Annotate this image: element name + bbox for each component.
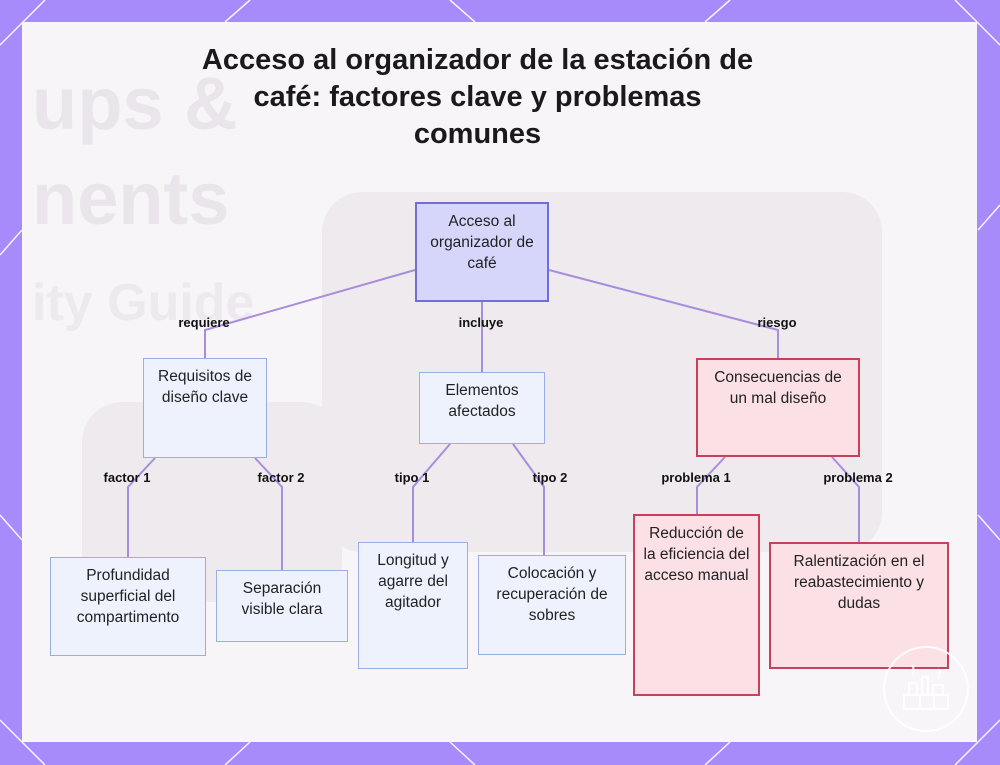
edge-label-type1: tipo 1 [394, 470, 430, 485]
edge-label-factor1: factor 1 [103, 470, 151, 485]
edge-label-risk: riesgo [757, 315, 797, 330]
node-compartment-depth: Profundidad superficial del compartiment… [50, 557, 206, 656]
edge-label-requires: requiere [178, 315, 230, 330]
watermark-logo-icon [883, 646, 969, 732]
diagram-title: Acceso al organizador de la estación de … [201, 44, 754, 150]
node-visible-separation: Separación visible clara [216, 570, 348, 642]
edge-factor2 [254, 457, 283, 570]
edge-problem2 [831, 456, 860, 542]
edge-type1 [412, 443, 451, 542]
node-design-requirements: Requisitos de diseño clave [143, 358, 267, 458]
node-affected-elements: Elementos afectados [419, 372, 545, 444]
edge-label-factor2: factor 2 [257, 470, 305, 485]
edge-label-problem2: problema 2 [823, 470, 893, 485]
background-text: ity Guide [32, 274, 255, 332]
background-text: nents [32, 157, 230, 240]
edge-factor1 [127, 457, 156, 557]
node-bad-design-consequences: Consecuencias de un mal diseño [696, 358, 860, 457]
edge-problem1 [696, 456, 726, 514]
background-text: ups & [32, 62, 238, 145]
edge-label-problem1: problema 1 [661, 470, 731, 485]
edge-label-type2: tipo 2 [532, 470, 568, 485]
node-stirrer-length: Longitud y agarre del agitador [358, 542, 468, 669]
edge-requires [204, 269, 416, 358]
node-root: Acceso al organizador de café [415, 202, 549, 302]
edge-type2 [512, 443, 545, 555]
edge-label-includes: incluye [458, 315, 504, 330]
node-manual-access-efficiency: Reducción de la eficiencia del acceso ma… [633, 514, 760, 696]
node-sachet-placement: Colocación y recuperación de sobres [478, 555, 626, 655]
edge-risk [548, 269, 779, 358]
